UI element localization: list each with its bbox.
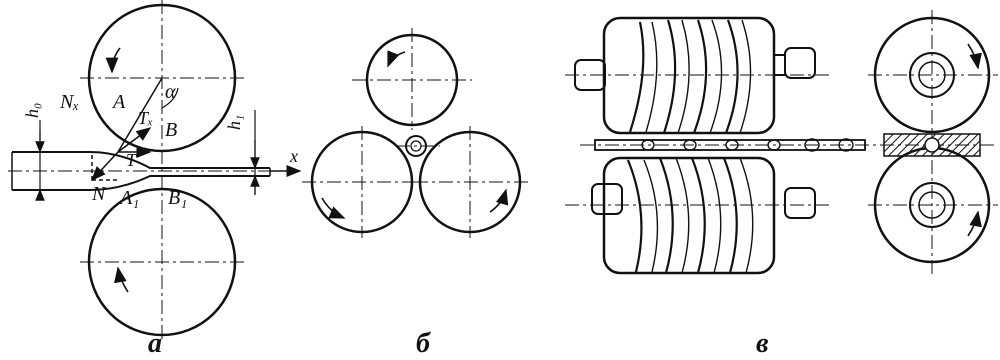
lower-helical-roll [565,156,830,275]
panel-a-longitudinal-rolling: h₀ Nₓ A α Tₓ B h₁ x T N A₁ B₁ а [8,0,302,359]
centerlines-b [302,28,530,238]
label-B: B [165,119,177,141]
top-roll-rotation-arrow [387,50,406,68]
panel-b-three-roll-rolling: б [302,28,530,359]
label-x: x [289,146,298,166]
label-B1: B₁ [168,187,187,209]
label-T: T [126,150,138,170]
upper-roll-rotation-arrow [105,47,121,74]
force-vectors [90,77,179,182]
label-h0: h₀ [22,103,42,118]
label-Nx: Nₓ [59,91,79,113]
left-roll-rotation-arrow [321,197,346,219]
label-A: A [111,91,126,113]
label-N: N [91,183,107,205]
label-Tx: Tₓ [138,108,153,128]
lower-roll-rotation-arrow [114,266,129,293]
panel-c-screw-rolling: в [565,10,998,359]
end-view-workpiece-section [883,133,981,157]
caption-b: б [416,328,431,359]
label-h1: h₁ [224,115,244,130]
upper-helical-roll [565,16,830,135]
strip-workpiece [8,151,300,191]
label-alpha: α [165,81,176,103]
caption-c: в [756,328,769,359]
centerlines-a [80,0,245,340]
label-A1: A₁ [118,187,139,209]
caption-a: а [148,328,162,359]
right-roll-rotation-arrow [489,188,509,213]
